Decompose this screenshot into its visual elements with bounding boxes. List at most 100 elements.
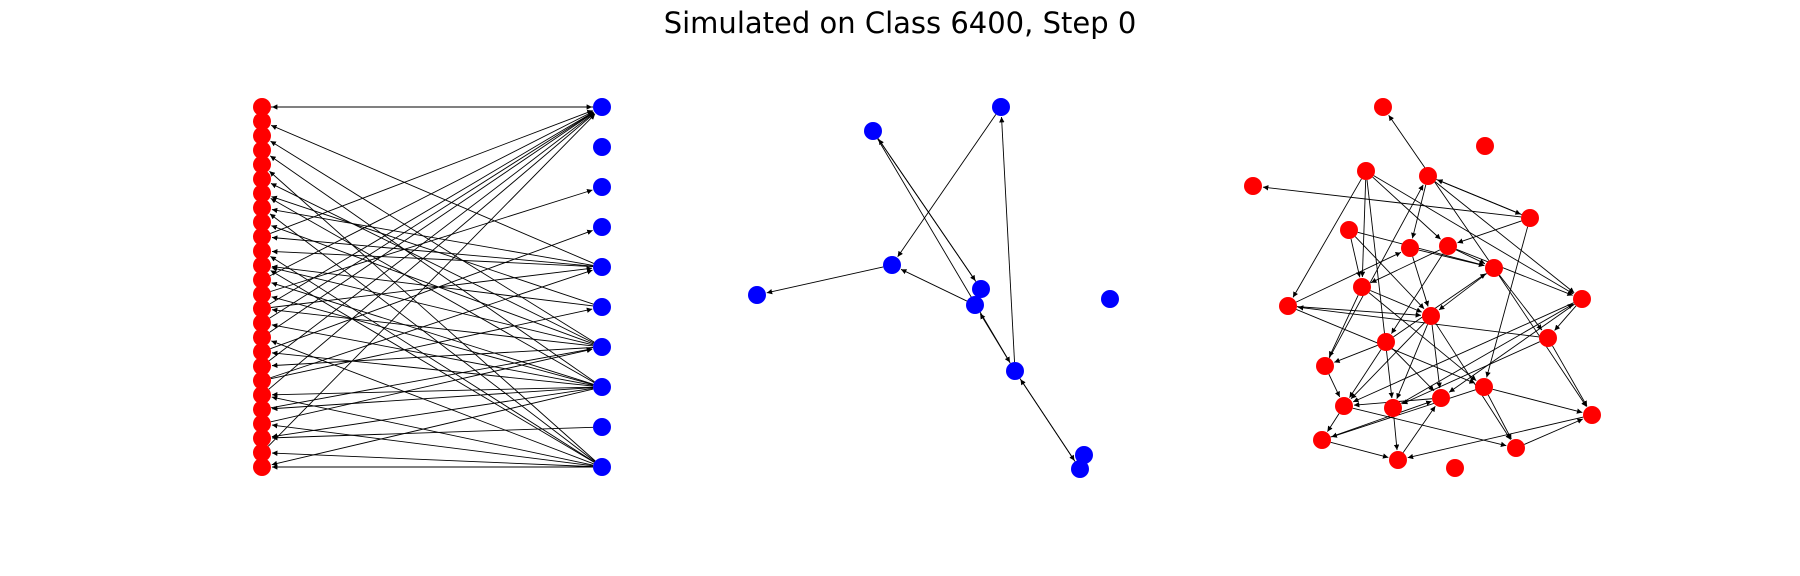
edge-arrow [271, 350, 594, 387]
edge-arrow [271, 295, 594, 386]
edge-arrow [1352, 407, 1507, 447]
red-node [1475, 378, 1493, 396]
blue-node [883, 256, 901, 274]
edge-arrow [1455, 249, 1486, 265]
blue-node [1101, 290, 1119, 308]
red-node [253, 342, 271, 361]
blue-node [593, 378, 611, 396]
edge-arrow [270, 183, 595, 344]
edge-arrow [1372, 176, 1441, 240]
edge-arrow [1435, 323, 1511, 440]
bipartite-panel [253, 98, 611, 476]
edge-arrow [269, 170, 596, 462]
edge-arrow [1370, 249, 1441, 284]
blue-node [748, 286, 766, 304]
edge-arrow [271, 281, 594, 385]
edge-arrow [270, 140, 595, 343]
red-node [1507, 439, 1525, 457]
red-node [253, 443, 271, 462]
red-node [1335, 397, 1353, 415]
edge-arrow [1296, 306, 1422, 318]
red-node [253, 126, 271, 145]
edge-arrow [1401, 341, 1540, 405]
edge-arrow [1396, 324, 1428, 399]
edge-arrow [271, 235, 594, 267]
edge-arrow [270, 266, 593, 308]
edge-arrow [1354, 236, 1425, 310]
blue-node [972, 280, 990, 298]
edge-arrow [1295, 251, 1402, 303]
edge-arrow [1331, 389, 1476, 438]
edge-arrow [1431, 324, 1442, 389]
edge-arrow [270, 269, 593, 379]
red-node [253, 400, 271, 419]
edge-arrow [1328, 373, 1341, 398]
red-subgraph-panel [1244, 98, 1601, 477]
blue-node [1071, 460, 1089, 478]
red-node [1419, 167, 1437, 185]
edge-arrow [1412, 256, 1430, 307]
red-node [1485, 259, 1503, 277]
red-node [1384, 399, 1402, 417]
edge-arrow [1487, 394, 1512, 440]
red-node [253, 242, 271, 260]
edge-arrow [1328, 294, 1359, 358]
edge-arrow [1359, 179, 1367, 278]
red-node [1244, 177, 1262, 195]
edge-arrow [267, 113, 596, 447]
red-node [253, 357, 271, 376]
blue-node [593, 218, 611, 236]
edge-arrow [270, 270, 595, 463]
red-node [253, 414, 271, 433]
edge-arrow [897, 114, 997, 258]
red-node [1313, 431, 1331, 449]
blue-node [593, 138, 611, 156]
red-node [1353, 278, 1371, 296]
red-node [253, 98, 271, 116]
red-node [253, 256, 271, 275]
edge-arrow [900, 268, 968, 302]
edge-arrow [270, 347, 593, 409]
red-node [253, 112, 271, 131]
edge-arrow [270, 109, 593, 234]
blue-node [1006, 362, 1024, 380]
edge-arrow [271, 195, 594, 305]
blue-node [593, 258, 611, 276]
blue-node [966, 296, 984, 314]
red-node [1432, 389, 1450, 407]
edge-arrow [1457, 220, 1522, 244]
red-node [1316, 357, 1334, 375]
edge-arrow [1400, 303, 1574, 404]
blue-node [593, 458, 611, 476]
red-node [253, 270, 271, 289]
edge-arrow [271, 426, 594, 441]
edge-arrow [269, 213, 596, 462]
red-node [1539, 329, 1557, 347]
edge-arrow [1448, 303, 1575, 393]
edge-arrow [1411, 184, 1427, 239]
edge-arrow [269, 112, 594, 333]
edge-arrow [1391, 253, 1444, 334]
edge-arrow [766, 266, 884, 295]
red-node [253, 371, 271, 390]
red-node [1401, 239, 1419, 257]
red-node [253, 429, 271, 448]
edge-arrow [270, 347, 593, 423]
edge-arrow [269, 111, 594, 319]
edge-arrow [271, 124, 594, 264]
edge-arrow [1552, 345, 1588, 407]
red-node [1357, 162, 1375, 180]
red-subgraph-nodes [1244, 98, 1601, 477]
red-node [1573, 290, 1591, 308]
edge-arrow [1334, 344, 1378, 363]
edge-arrow [271, 347, 594, 369]
edge-arrow [878, 139, 977, 282]
edge-arrow [271, 249, 594, 268]
blue-node [593, 298, 611, 316]
red-node [253, 198, 271, 217]
edge-arrow [269, 155, 595, 383]
red-node [253, 458, 271, 476]
red-node [253, 141, 271, 160]
edge-arrow [1492, 388, 1583, 414]
red-node [1422, 307, 1440, 325]
